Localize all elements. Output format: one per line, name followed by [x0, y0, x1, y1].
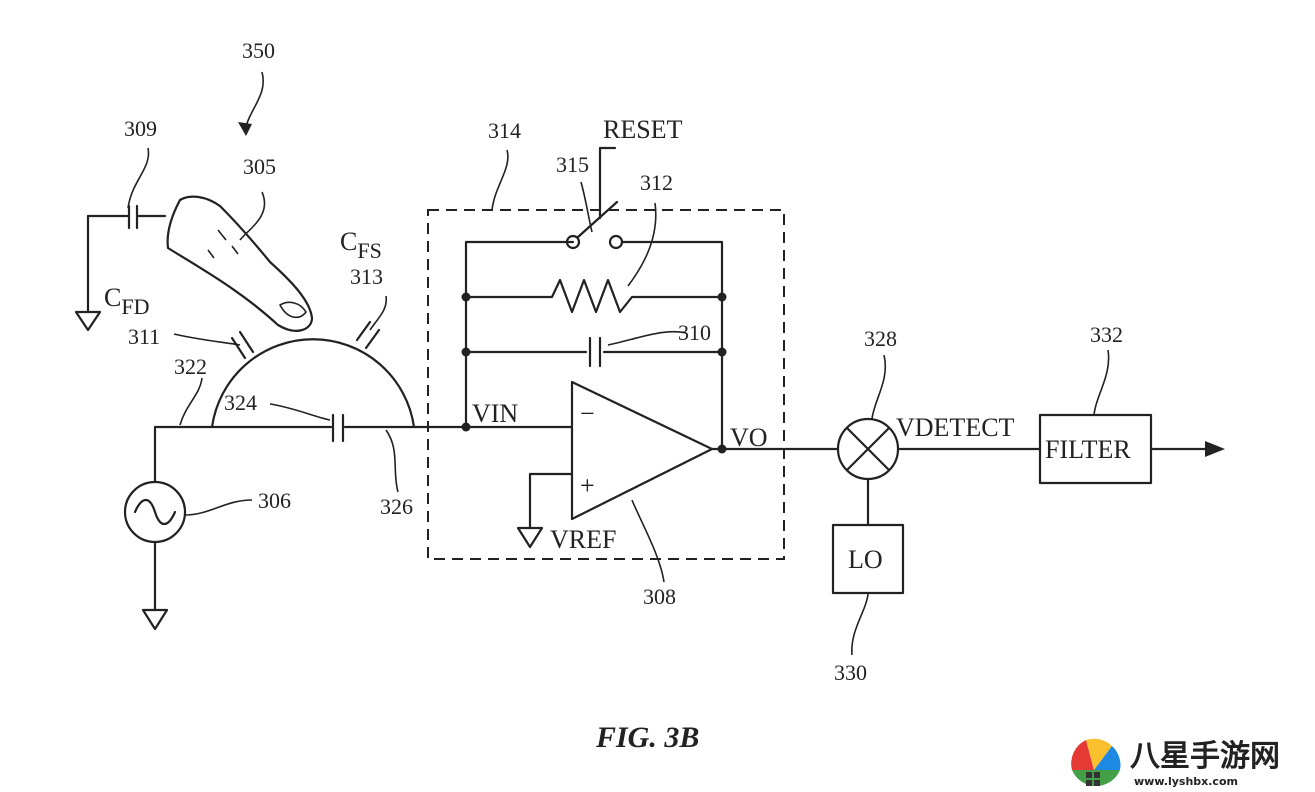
leader-lines: [127, 71, 1110, 656]
label-reset: RESET: [603, 115, 683, 144]
ref-326: 326: [380, 494, 413, 519]
wire-feedback-right: [620, 240, 724, 451]
junction-dot: [717, 292, 727, 302]
ref-309: 309: [124, 116, 157, 141]
ref-305: 305: [243, 154, 276, 179]
junction-dot: [461, 422, 471, 432]
opamp-308: [570, 380, 714, 521]
ref-328: 328: [864, 326, 897, 351]
label-cfd: CFD: [104, 283, 149, 319]
opamp-plus: +: [580, 471, 595, 500]
ground-symbol-vref: [516, 526, 544, 549]
arc-electrode: [210, 338, 416, 429]
mixer-328: [836, 417, 900, 481]
label-vdetect: VDETECT: [896, 413, 1015, 442]
label-cfd-sub: FD: [121, 294, 149, 319]
figure-caption: FIG. 3B: [595, 721, 699, 754]
resistor-312: [464, 278, 724, 314]
label-cfs: CFS: [340, 227, 382, 263]
capacitor-313: [355, 320, 381, 350]
ref-324: 324: [224, 390, 257, 415]
label-cfd-main: C: [104, 283, 121, 312]
reset-switch-315: [565, 146, 624, 250]
ref-310: 310: [678, 320, 711, 345]
wire-feedback-left: [464, 240, 575, 429]
watermark-logo-icon: [1071, 738, 1121, 786]
label-vin: VIN: [472, 399, 518, 428]
ref-322: 322: [174, 354, 207, 379]
junction-dot: [461, 347, 471, 357]
ref-311: 311: [128, 324, 160, 349]
junction-dot: [717, 347, 727, 357]
ref-350: 350: [242, 38, 275, 63]
label-cfs-main: C: [340, 227, 357, 256]
capacitor-310: [464, 336, 724, 368]
label-vo: VO: [730, 423, 768, 452]
filter-label: FILTER: [1045, 435, 1131, 464]
ref-313: 313: [350, 264, 383, 289]
label-cfs-sub: FS: [357, 238, 381, 263]
ref-330: 330: [834, 660, 867, 685]
ref-308: 308: [643, 584, 676, 609]
ac-source-306: [123, 480, 187, 544]
lo-label: LO: [848, 545, 883, 574]
arrow-head-output: [1205, 441, 1225, 457]
label-vref: VREF: [550, 525, 616, 554]
arrow-head-350: [238, 122, 252, 136]
ref-306: 306: [258, 488, 291, 513]
ref-315: 315: [556, 152, 589, 177]
ref-314: 314: [488, 118, 521, 143]
finger-305: [166, 195, 314, 332]
capacitor-324: [331, 413, 345, 443]
junction-dot: [461, 292, 471, 302]
opamp-minus: −: [580, 399, 595, 428]
ground-symbol-cfd: [74, 310, 102, 332]
ground-symbol-source: [141, 608, 169, 631]
wire-322: [153, 425, 214, 484]
capacitor-311: [230, 330, 255, 360]
ref-332: 332: [1090, 322, 1123, 347]
watermark-title: 八星手游网: [1130, 739, 1280, 774]
capacitor-309: [86, 204, 167, 314]
watermark: 八星手游网 www.lyshbx.com: [1071, 738, 1280, 788]
watermark-url: www.lyshbx.com: [1134, 775, 1238, 788]
lo-block-330: [831, 523, 905, 595]
feedback-box-314: [427, 209, 785, 560]
ref-312: 312: [640, 170, 673, 195]
wire-vref: [528, 472, 574, 530]
